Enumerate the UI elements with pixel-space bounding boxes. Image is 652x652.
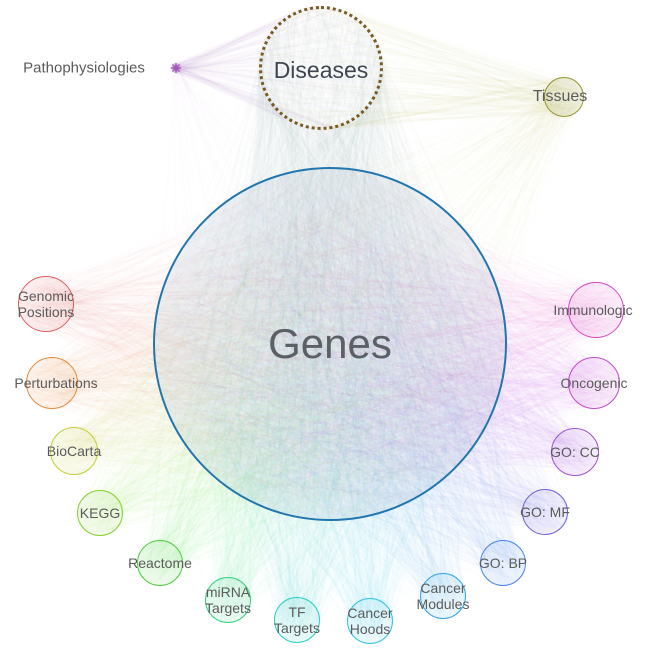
node-tissues[interactable] [544,77,584,117]
node-cancer-hoods[interactable] [347,598,393,644]
node-genomic-positions[interactable] [18,276,74,332]
node-immunologic[interactable] [568,282,624,338]
node-oncogenic[interactable] [568,357,620,409]
node-pathophysiologies[interactable] [169,61,183,75]
node-go-mf[interactable] [522,489,568,535]
node-genes[interactable] [153,167,507,521]
node-biocarta[interactable] [50,427,98,475]
node-go-bp[interactable] [480,540,526,586]
node-cancer-modules[interactable] [420,573,466,619]
node-go-cc[interactable] [551,428,599,476]
node-perturbations[interactable] [26,357,78,409]
node-diseases[interactable] [259,6,383,130]
node-kegg[interactable] [77,490,123,536]
node-tf-targets[interactable] [274,597,320,643]
node-mirna-targets[interactable] [205,577,251,623]
node-reactome[interactable] [137,540,183,586]
